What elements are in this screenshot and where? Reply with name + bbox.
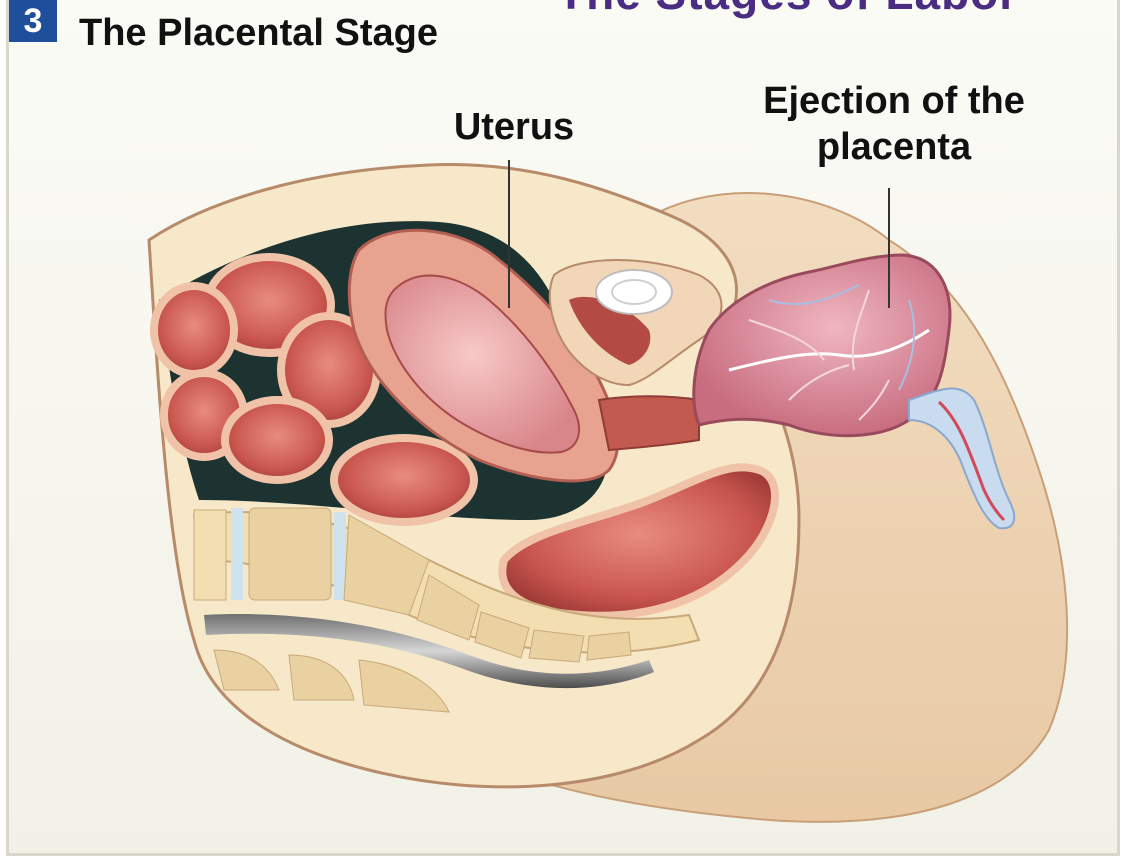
- uterus-label: Uterus: [453, 106, 575, 148]
- anatomy-illustration: [147, 160, 1069, 823]
- spine: [192, 507, 701, 713]
- placenta-label-line2: placenta: [816, 126, 972, 168]
- placenta: [692, 253, 1016, 530]
- stage-title: The Placental Stage: [79, 12, 439, 54]
- uterus: [347, 228, 700, 483]
- figure-panel: The Stages of Labor 3 The Placental Stag…: [6, 0, 1120, 856]
- stage-number-badge: 3: [9, 0, 57, 42]
- placenta-label-line1: Ejection of the: [763, 80, 1025, 122]
- bladder: [548, 259, 723, 387]
- cropped-header-title: The Stages of Labor: [557, 0, 1018, 20]
- placenta-label: Ejection of the placenta: [709, 78, 1079, 170]
